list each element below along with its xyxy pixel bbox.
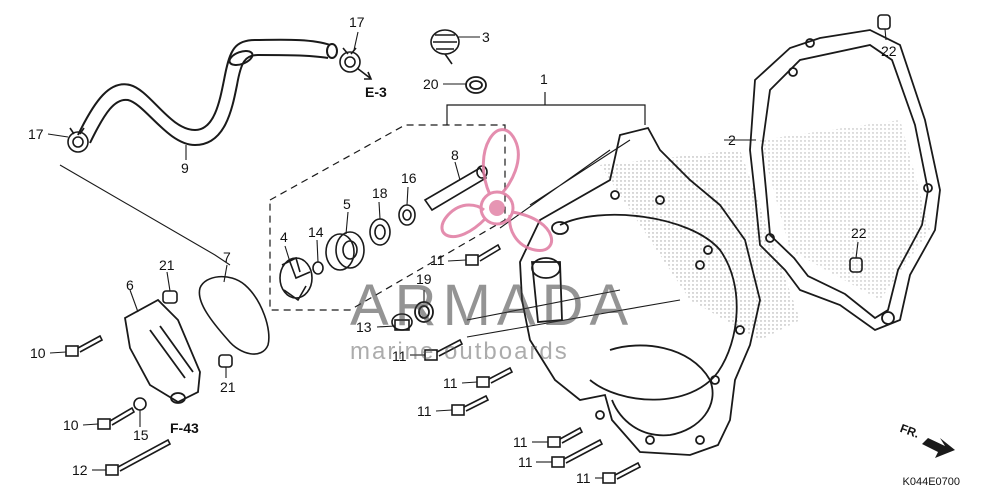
bolt-10-upper <box>65 334 104 357</box>
part-label-20: 20 <box>423 76 439 92</box>
watermark-hub <box>489 200 505 216</box>
part-label-13: 13 <box>356 319 372 335</box>
stipple-shading-gasket <box>760 120 930 300</box>
diagram-code: K044E0700 <box>902 476 961 488</box>
water-hose <box>77 38 338 147</box>
crankcase-cover-gasket <box>749 29 941 332</box>
part-label-7: 7 <box>223 249 231 265</box>
bolt-10-lower <box>97 406 136 430</box>
reference-f43: F-43 <box>170 420 199 436</box>
part-label-19: 19 <box>416 271 432 287</box>
part-label-22-upper: 22 <box>881 43 897 59</box>
pump-gasket <box>198 275 270 355</box>
water-pump-cover <box>124 298 201 404</box>
watermark-subtitle: marine outboards <box>350 338 569 365</box>
assembly-bracket-1 <box>446 92 646 125</box>
leader-lines <box>47 28 887 479</box>
washer-15 <box>133 397 147 411</box>
watermark-title: ARMADA <box>350 273 635 338</box>
washer-16 <box>398 204 416 226</box>
part-label-11-g: 11 <box>576 470 591 486</box>
part-label-11-d: 11 <box>417 403 432 419</box>
bolt-12 <box>105 438 172 476</box>
part-label-11-f: 11 <box>518 454 533 470</box>
bolt-11-g <box>602 461 642 484</box>
part-label-21-lower: 21 <box>220 379 236 395</box>
part-label-17-upper: 17 <box>349 14 365 30</box>
o-ring-20 <box>465 76 487 94</box>
pump-shaft <box>423 165 488 212</box>
hose-clamp-lower <box>67 127 89 153</box>
part-label-14: 14 <box>308 224 324 240</box>
part-label-1: 1 <box>540 71 548 87</box>
part-label-11-c: 11 <box>443 375 458 391</box>
mechanical-seal <box>325 231 365 271</box>
dowel-pin-21-lower <box>218 354 233 368</box>
stipple-shading-cover <box>600 150 800 340</box>
front-direction-arrow <box>922 438 955 458</box>
watermark-propeller-logo <box>440 128 553 252</box>
dowel-pin-21-upper <box>162 290 178 304</box>
water-pump-assembly-outline <box>269 124 506 311</box>
part-label-4: 4 <box>280 229 288 245</box>
bolt-11-c <box>476 366 514 388</box>
part-label-10-upper: 10 <box>30 345 46 361</box>
part-label-11-b: 11 <box>392 348 407 364</box>
part-label-18: 18 <box>372 185 388 201</box>
part-label-16: 16 <box>401 170 417 186</box>
part-label-15: 15 <box>133 427 149 443</box>
part-label-22-lower: 22 <box>851 225 867 241</box>
bolt-11-a <box>465 243 502 266</box>
impeller <box>279 256 313 302</box>
part-label-12: 12 <box>72 462 88 478</box>
part-label-10-lower: 10 <box>63 417 79 433</box>
e3-ref-arrow <box>356 67 373 80</box>
bolt-11-e <box>547 426 584 448</box>
part-label-8: 8 <box>451 147 459 163</box>
part-label-6: 6 <box>126 277 134 293</box>
drain-bolt-13 <box>391 313 413 331</box>
part-label-3: 3 <box>482 29 490 45</box>
dowel-pin-22-upper <box>877 14 891 30</box>
part-label-11-e: 11 <box>513 434 528 450</box>
part-label-9: 9 <box>181 160 189 176</box>
hose-clamp-upper <box>339 47 361 73</box>
right-crankcase-cover <box>519 126 761 456</box>
washer-14 <box>312 261 324 275</box>
part-label-5: 5 <box>343 196 351 212</box>
part-label-17-lower: 17 <box>28 126 44 142</box>
oil-seal-18 <box>369 218 391 246</box>
bolt-11-d <box>451 394 490 416</box>
part-label-11-a: 11 <box>430 252 445 268</box>
part-label-2: 2 <box>728 132 736 148</box>
filler-cap <box>430 29 460 65</box>
reference-e3: E-3 <box>365 84 387 100</box>
part-label-21-upper: 21 <box>159 257 175 273</box>
